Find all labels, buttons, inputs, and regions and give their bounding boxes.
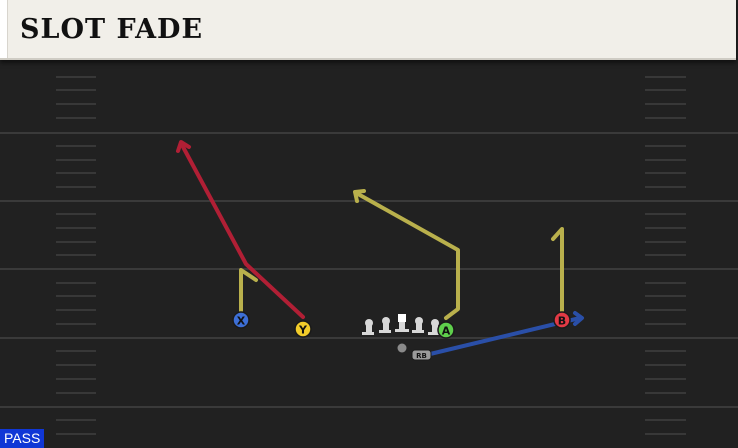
player-x-label: X bbox=[237, 315, 246, 328]
play-header: SLOT FADE bbox=[0, 0, 736, 60]
playbook-field: X Y A B RB bbox=[0, 60, 738, 448]
offensive-line bbox=[362, 314, 440, 335]
route-a bbox=[356, 192, 460, 320]
route-rb-arrowhead bbox=[573, 311, 584, 326]
hash-marks-right bbox=[645, 76, 686, 435]
lineman-lt bbox=[362, 319, 374, 335]
quarterback bbox=[397, 343, 407, 353]
field-turf bbox=[0, 60, 738, 448]
yard-lines bbox=[0, 132, 738, 408]
route-x bbox=[239, 268, 258, 320]
player-x: X bbox=[232, 311, 250, 329]
player-b: B bbox=[553, 311, 571, 329]
player-rb-label: RB bbox=[416, 352, 427, 360]
player-a-label: A bbox=[442, 325, 451, 338]
player-x-marker bbox=[232, 311, 250, 329]
player-y-label: Y bbox=[298, 324, 308, 337]
player-rb: RB bbox=[411, 349, 432, 361]
play-title: SLOT FADE bbox=[20, 14, 204, 45]
player-y: Y bbox=[294, 320, 312, 338]
lineman-rg bbox=[412, 317, 424, 333]
route-y-arrowhead bbox=[176, 140, 191, 153]
player-y-marker bbox=[294, 320, 312, 338]
player-a-marker bbox=[437, 321, 455, 339]
route-y-fade bbox=[180, 143, 305, 319]
route-b bbox=[551, 227, 564, 320]
player-b-label: B bbox=[558, 315, 566, 328]
player-rb-marker bbox=[411, 349, 432, 361]
header-accent bbox=[0, 0, 8, 58]
lineman-rt bbox=[428, 319, 440, 335]
center bbox=[395, 314, 409, 332]
play-type-badge: PASS bbox=[0, 429, 45, 448]
route-a-arrowhead bbox=[353, 189, 366, 203]
hash-marks-left bbox=[56, 76, 96, 435]
player-b-marker bbox=[553, 311, 571, 329]
player-a: A bbox=[437, 321, 455, 339]
lineman-lg bbox=[379, 317, 391, 333]
